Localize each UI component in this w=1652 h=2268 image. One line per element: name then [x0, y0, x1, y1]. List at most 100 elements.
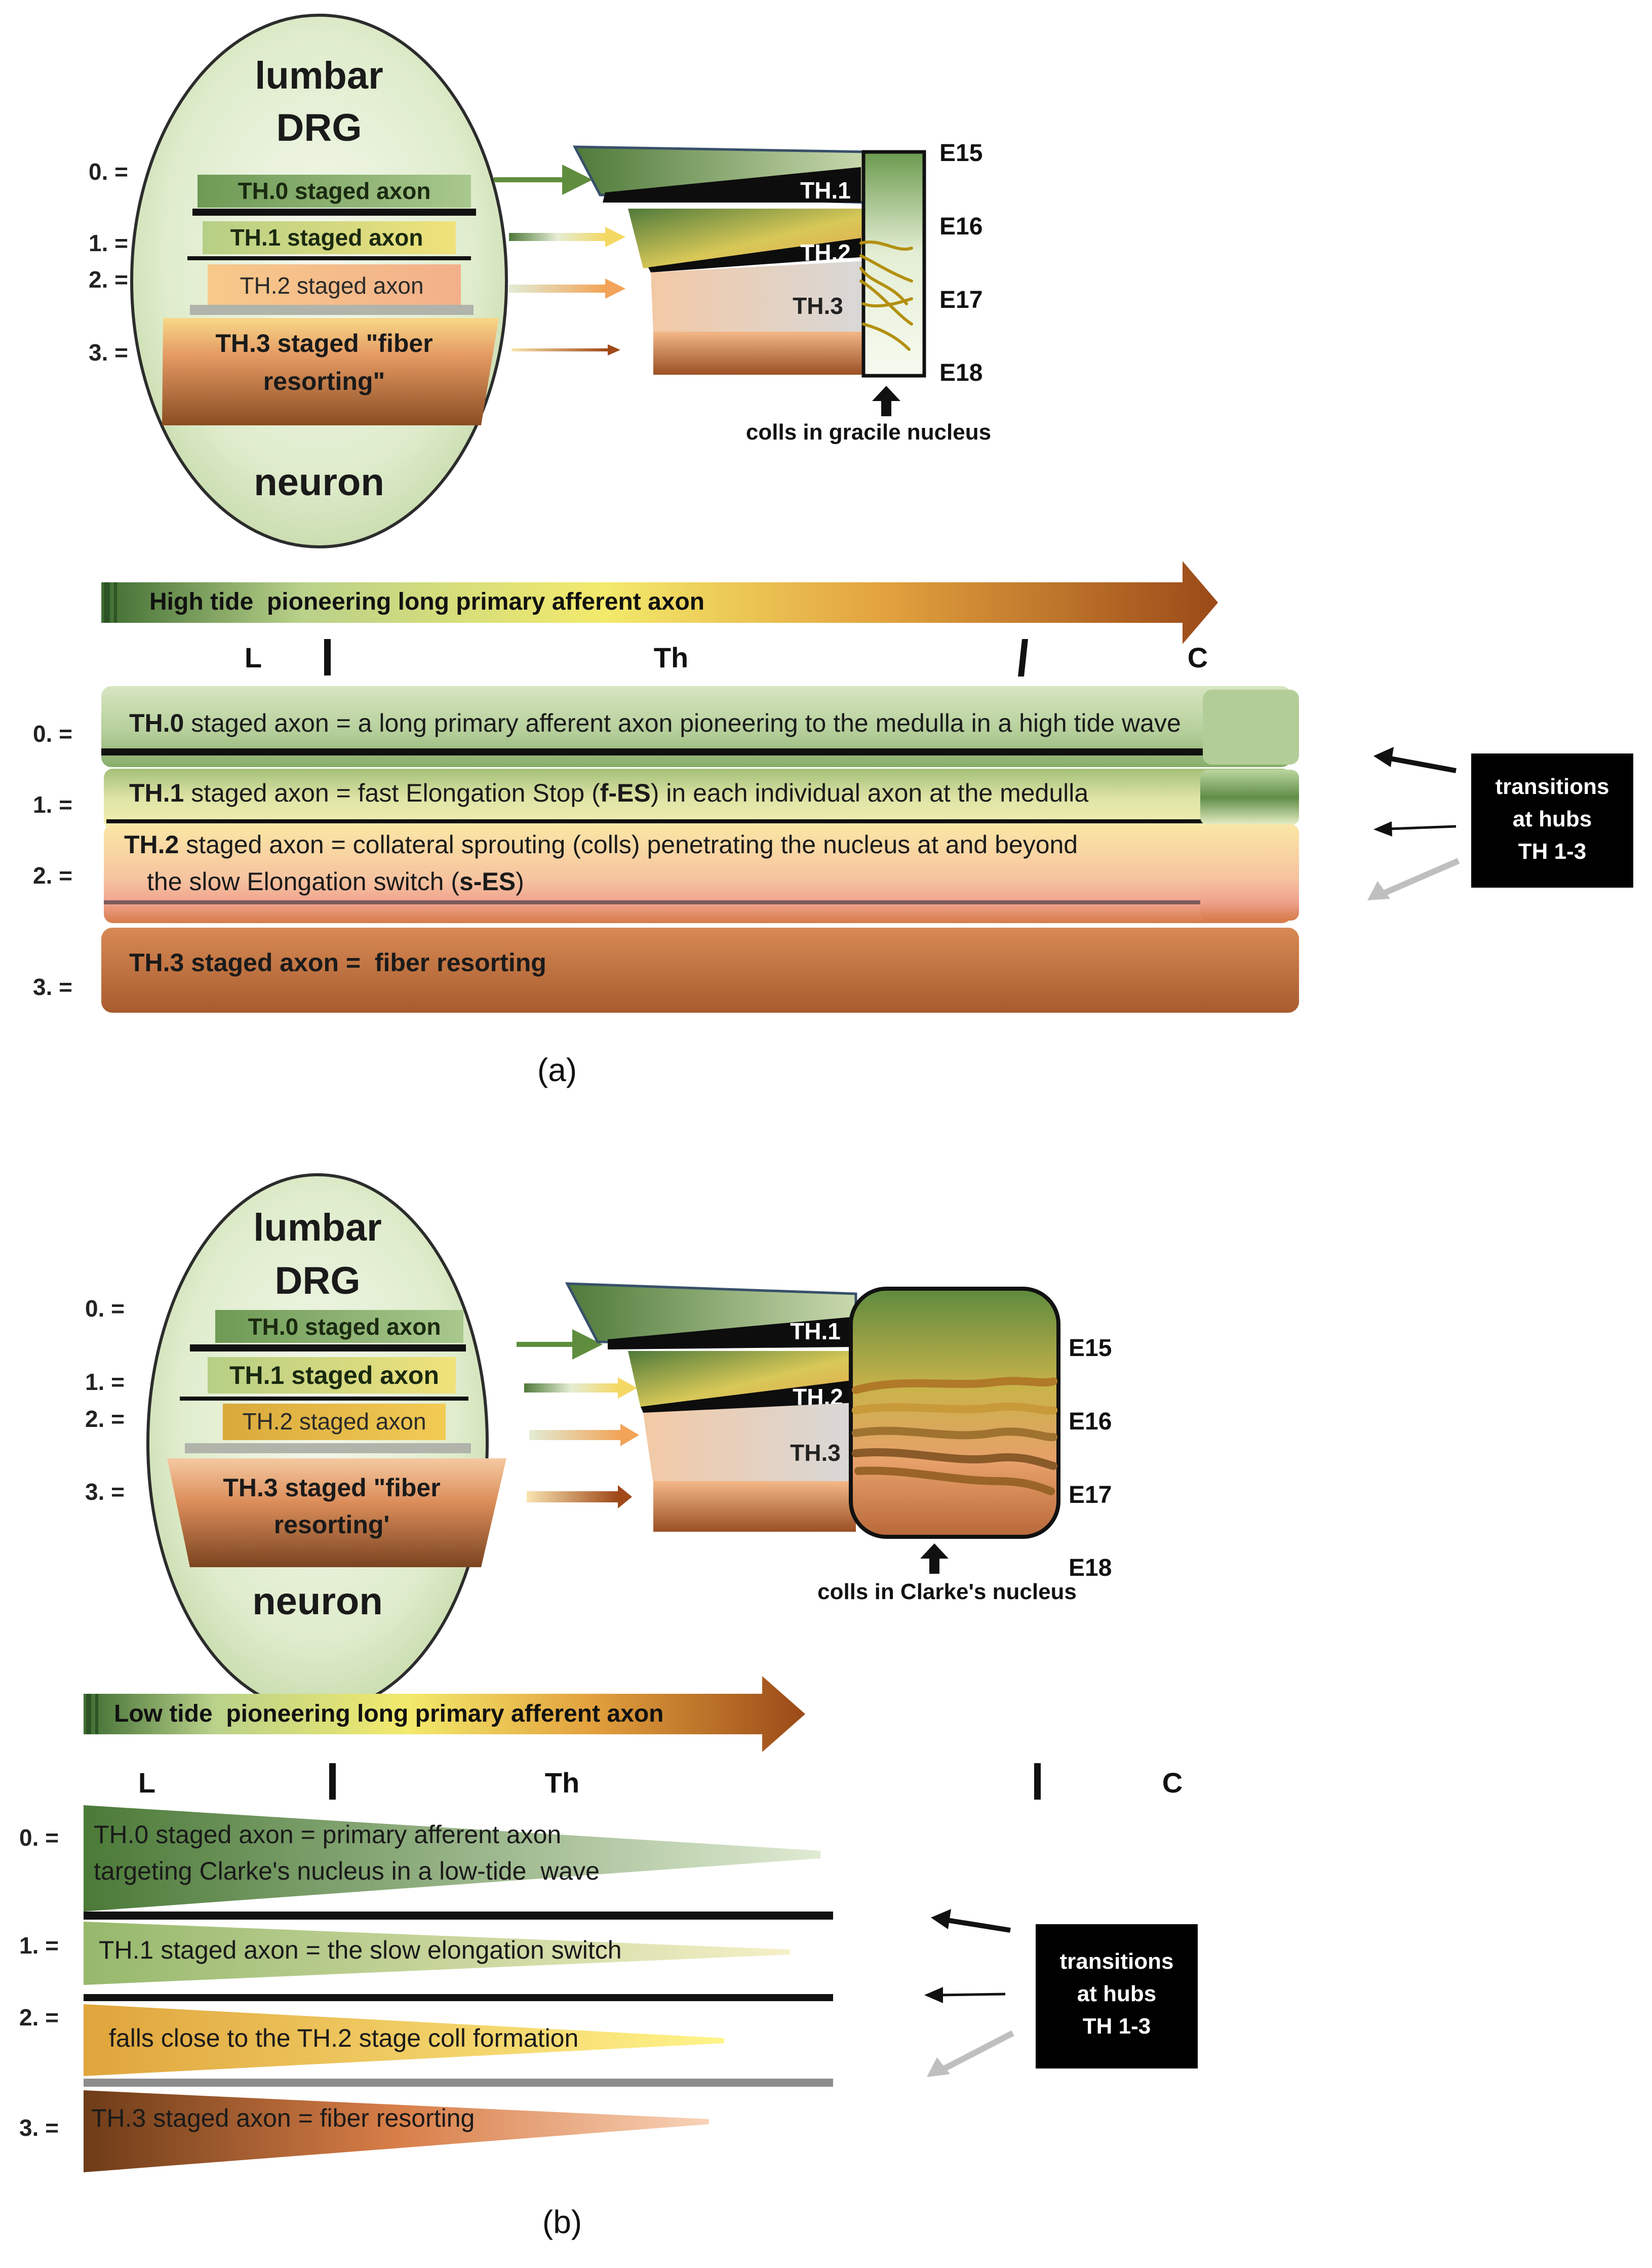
axis-th-b: Th	[545, 1767, 579, 1799]
oval-b-bar-th1-label: TH.1 staged axon	[229, 1361, 439, 1389]
row-0-a	[101, 686, 1291, 767]
wedge-label-th1-b: TH.1	[790, 1318, 841, 1344]
row-2-a	[104, 824, 1291, 923]
oval-b-bar-th2-label: TH.2 staged axon	[242, 1408, 426, 1435]
transitions-a: transitions at hubs TH 1-3	[1367, 747, 1633, 900]
oval-bar-th3-label-1: TH.3 staged "fiber	[215, 329, 432, 357]
low-tide-label: Low tide pioneering long primary afferen…	[114, 1700, 663, 1727]
high-tide-banner: High tide pioneering long primary affere…	[101, 561, 1218, 644]
oval-b-bottom-neuron: neuron	[252, 1580, 383, 1623]
gracile-caption: colls in gracile nucleus	[746, 420, 991, 445]
embryo-day-e17-b: E17	[1069, 1482, 1112, 1508]
transitions-box-b	[1036, 1924, 1198, 2068]
oval-bar-th1	[203, 221, 456, 254]
axis-l-a: L	[245, 642, 262, 673]
row-0-b-text-1: TH.0 staged axon = primary afferent axon	[94, 1820, 561, 1849]
oval-to-wedge-arrows-a	[494, 165, 625, 355]
clarke-colls	[852, 1377, 1057, 1495]
clarke-caption: colls in Clarke's nucleus	[817, 1579, 1077, 1604]
oval-bar-th3-label-2: resorting"	[263, 367, 385, 395]
row-stage-3-a: 3. =	[33, 974, 72, 1000]
embryo-day-e18-b: E18	[1069, 1555, 1112, 1581]
stage-label-1-b: 1. =	[85, 1369, 125, 1395]
gracile-colls	[859, 241, 913, 351]
low-tide-banner: Low tide pioneering long primary afferen…	[84, 1676, 805, 1752]
caption-b: (b)	[542, 2204, 582, 2240]
axis-th-a: Th	[654, 642, 688, 673]
row-0-b-text-2: targeting Clarke's nucleus in a low-tide…	[94, 1857, 600, 1885]
row-3-b	[84, 2090, 709, 2172]
stage-label-3-a: 3. =	[89, 339, 128, 366]
gracile-nucleus-box	[861, 150, 926, 378]
oval-title-drg: DRG	[277, 106, 362, 149]
axis-l-b: L	[138, 1767, 155, 1799]
row-stage-1-a: 1. =	[33, 791, 72, 818]
row-0-a-text: TH.0 staged axon = a long primary affere…	[129, 709, 1181, 737]
oval-bottom-neuron: neuron	[254, 461, 384, 504]
stage-label-2-b: 2. =	[85, 1406, 125, 1432]
high-tide-label: High tide pioneering long primary affere…	[149, 588, 704, 615]
up-arrow-b-icon	[920, 1543, 949, 1574]
row-1-a	[104, 769, 1291, 829]
oval-bar-th1-label: TH.1 staged axon	[230, 224, 423, 251]
transitions-a-line2: at hubs	[1513, 807, 1592, 831]
wedge-label-th3-a: TH.3	[793, 293, 843, 319]
axis-c-b: C	[1162, 1767, 1183, 1799]
oval-bar-th3	[162, 318, 499, 425]
stage-label-0-b: 0. =	[85, 1295, 125, 1322]
oval-title-lumbar: lumbar	[255, 54, 383, 97]
transitions-b-line2: at hubs	[1077, 1981, 1156, 2006]
wedge-label-th2-a: TH.2	[800, 240, 851, 266]
stage-rows-a: 0. = 1. = 2. = 3. = TH.0 staged axon = a…	[33, 686, 1299, 1013]
embryo-day-e17-a: E17	[939, 287, 982, 313]
oval-to-wedge-arrows-b	[517, 1329, 639, 1508]
row-2-a-text-2: the slow Elongation switch (s-ES)	[147, 867, 524, 896]
up-arrow-icon	[872, 386, 900, 416]
stage-label-3-b: 3. =	[85, 1479, 125, 1505]
axis-a: L Th C	[245, 639, 1208, 677]
oval-b-bar-th3-label-2: resorting'	[274, 1510, 390, 1539]
caption-a: (a)	[537, 1052, 577, 1088]
axis-c-a: C	[1188, 642, 1208, 673]
embryo-day-e18-a: E18	[939, 360, 982, 386]
row-2-b	[84, 2004, 724, 2076]
transitions-b-line1: transitions	[1060, 1949, 1174, 1974]
transitions-b: transitions at hubs TH 1-3	[924, 1909, 1198, 2077]
row-stage-1-b: 1. =	[19, 1932, 59, 1959]
row-stage-3-b: 3. =	[19, 2115, 59, 2141]
oval-b-bar-th0	[215, 1310, 463, 1343]
transitions-b-line3: TH 1-3	[1083, 2014, 1151, 2039]
oval-b-bar-th1	[208, 1357, 456, 1394]
transitions-box-a	[1471, 753, 1633, 888]
drg-oval-a: lumbar DRG neuron TH.0 staged axon TH.1 …	[130, 14, 508, 548]
oval-b-title-drg: DRG	[275, 1259, 361, 1302]
oval-bar-th0-label: TH.0 staged axon	[238, 178, 431, 204]
panel-b: lumbar DRG neuron TH.0 staged axon TH.1 …	[19, 1173, 1198, 2240]
wedge-staircase-a: TH.1 TH.2 TH.3	[572, 145, 926, 378]
drg-oval-b: lumbar DRG neuron TH.0 staged axon TH.1 …	[146, 1173, 506, 1713]
stage-rows-b: 0. = 1. = 2. = 3. = TH.0 staged axon = p…	[19, 1805, 833, 2172]
row-stage-0-b: 0. =	[19, 1824, 59, 1851]
embryo-day-e16-b: E16	[1069, 1408, 1112, 1435]
row-3-a-text: TH.3 staged axon = fiber resorting	[129, 948, 546, 977]
row-1-a-text: TH.1 staged axon = fast Elongation Stop …	[129, 779, 1088, 807]
stage-label-1-a: 1. =	[89, 230, 128, 256]
oval-b-bar-th3-label-1: TH.3 staged "fiber	[223, 1474, 440, 1502]
row-2-a-text-1: TH.2 staged axon = collateral sprouting …	[124, 830, 1078, 859]
oval-b-bar-th3	[167, 1458, 506, 1567]
row-3-a	[101, 928, 1299, 1013]
embryo-day-e15-b: E15	[1069, 1335, 1112, 1362]
row-stage-2-b: 2. =	[19, 2004, 59, 2031]
row-1-b	[84, 1922, 790, 1985]
row-0-b	[84, 1805, 820, 1912]
stage-label-0-a: 0. =	[89, 158, 128, 185]
embryo-day-e16-a: E16	[939, 213, 982, 240]
axis-b: L Th C	[138, 1763, 1183, 1800]
oval-bar-th2-label: TH.2 staged axon	[240, 272, 423, 299]
oval-bar-th2	[208, 264, 461, 305]
row-stage-2-a: 2. =	[33, 862, 72, 889]
row-2-b-text: falls close to the TH.2 stage coll forma…	[109, 2024, 578, 2052]
oval-bar-th0	[198, 175, 471, 208]
wedge-label-th3-b: TH.3	[790, 1440, 841, 1466]
